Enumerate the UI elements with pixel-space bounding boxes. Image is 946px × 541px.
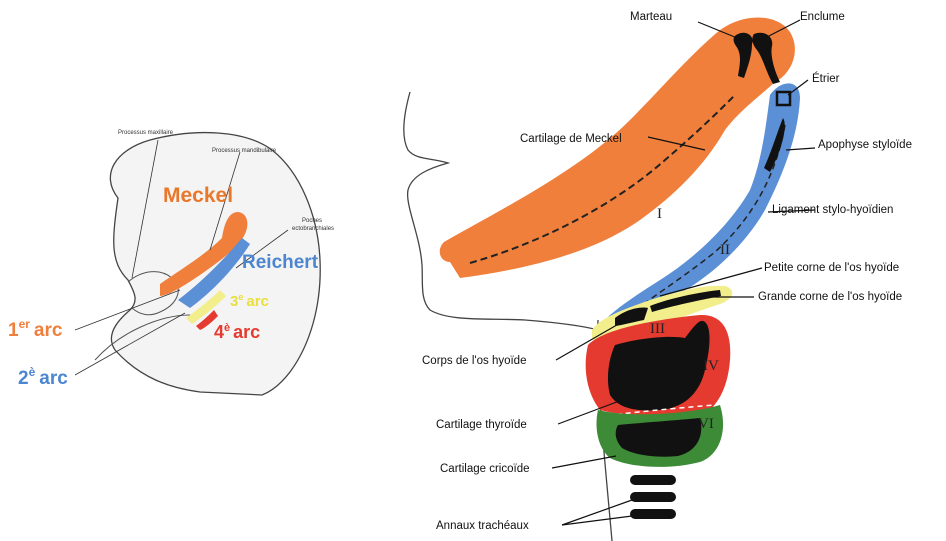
tracheal-ring-3 — [630, 509, 676, 519]
label-meckel: Meckel — [163, 184, 233, 207]
label-apophyse-styloide: Apophyse styloïde — [818, 139, 912, 151]
label-cartilage-cricoide: Cartilage cricoïde — [440, 463, 529, 475]
label-poches-line2: ectobranchiales — [292, 226, 334, 232]
cartilage-derivatives-diagram: Marteau Enclume Étrier Cartilage de Meck… — [360, 0, 946, 541]
tracheal-ring-1 — [630, 475, 676, 485]
label-cartilage-thyroide: Cartilage thyroïde — [436, 419, 527, 431]
roman-IV: IV — [703, 358, 719, 374]
label-petite-corne: Petite corne de l'os hyoïde — [764, 262, 899, 274]
roman-I: I — [657, 206, 662, 222]
derivatives-svg: Marteau Enclume Étrier Cartilage de Meck… — [360, 0, 946, 541]
label-poches-line1: Poches — [302, 218, 322, 224]
tracheal-ring-2 — [630, 492, 676, 502]
label-ligament-stylo-hyoidien: Ligament stylo-hyoïdien — [772, 204, 893, 216]
roman-III: III — [650, 321, 665, 337]
label-cartilage-meckel: Cartilage de Meckel — [520, 133, 622, 145]
label-etrier: Étrier — [812, 72, 840, 85]
label-processus-mandibulaire: Processus mandibulaire — [212, 148, 277, 154]
embryo-svg: Processus maxillaire Processus mandibula… — [0, 0, 360, 541]
roman-II: II — [720, 242, 730, 258]
label-processus-maxillaire: Processus maxillaire — [118, 130, 174, 136]
roman-VI: VI — [698, 416, 714, 432]
label-marteau: Marteau — [630, 11, 672, 23]
label-enclume: Enclume — [800, 11, 845, 23]
label-grande-corne: Grande corne de l'os hyoïde — [758, 291, 902, 303]
label-reichert: Reichert — [242, 252, 319, 273]
embryo-diagram: Processus maxillaire Processus mandibula… — [0, 0, 360, 541]
label-annaux-tracheaux: Annaux trachéaux — [436, 520, 529, 532]
label-corps-hyoide: Corps de l'os hyoïde — [422, 355, 526, 367]
